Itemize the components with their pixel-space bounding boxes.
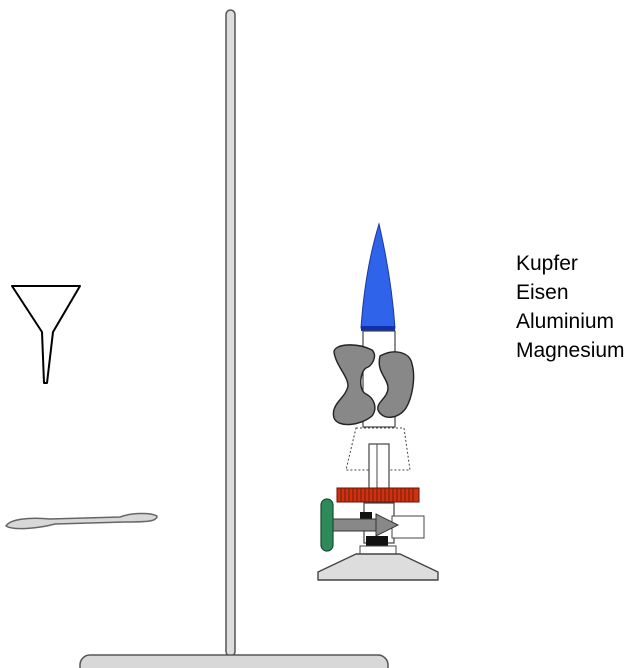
burner-right-grip [377, 351, 415, 418]
flame-icon [360, 222, 396, 331]
retort-stand-icon[interactable] [79, 9, 389, 668]
label-copper[interactable]: Kupfer [516, 252, 578, 275]
bunsen-burner-icon[interactable] [317, 222, 439, 581]
metal-label-list: Kupfer Eisen Aluminium Magnesium [516, 249, 625, 365]
burner-foot [317, 553, 439, 581]
stand-base-plate [79, 654, 389, 668]
gas-inlet-arrow-icon [331, 513, 400, 537]
label-aluminium[interactable]: Aluminium [516, 310, 615, 333]
label-magnesium[interactable]: Magnesium [516, 339, 625, 362]
funnel-icon[interactable] [11, 285, 81, 384]
burner-left-grip [332, 344, 376, 426]
spatula-icon[interactable] [5, 512, 158, 530]
label-iron[interactable]: Eisen [516, 281, 569, 304]
valve-knob[interactable] [320, 498, 334, 552]
stand-rod [225, 9, 236, 657]
